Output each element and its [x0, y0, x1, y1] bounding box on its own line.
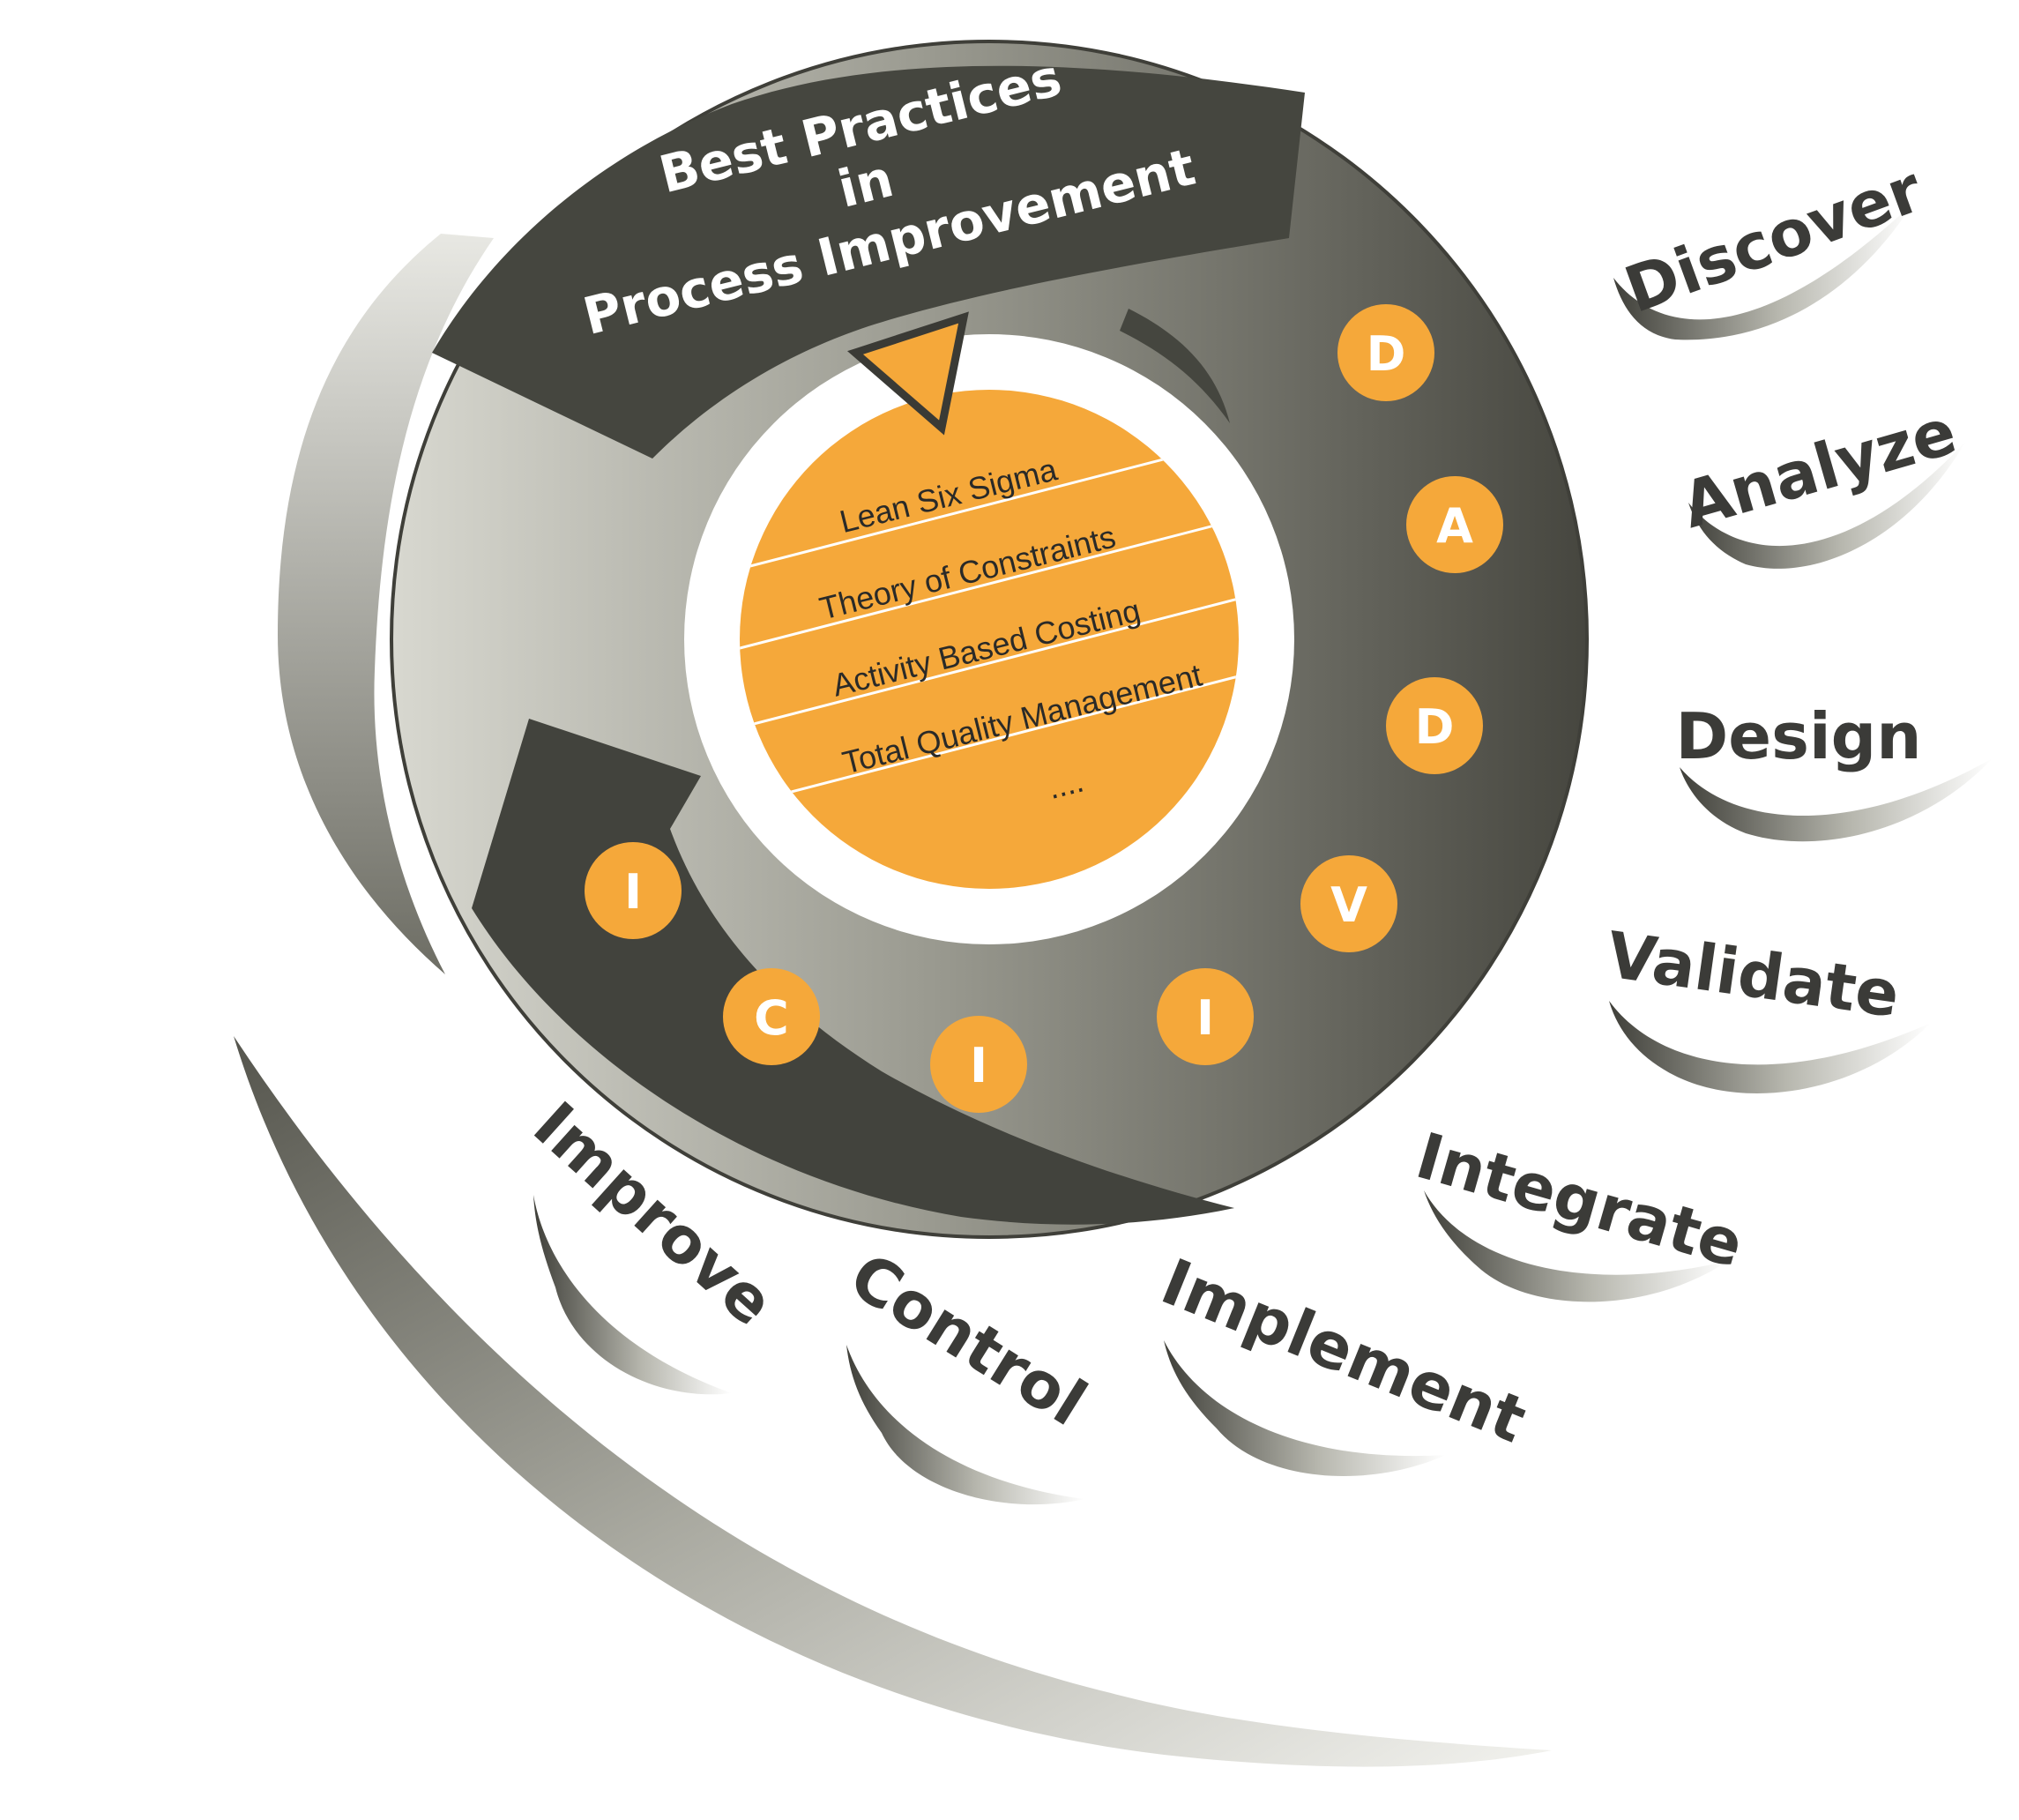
- phase-petal: [1613, 203, 1913, 340]
- phase-petal: [1164, 1340, 1446, 1476]
- phase-analyze: Analyze: [1674, 394, 1964, 542]
- phase-design: Design: [1676, 699, 1922, 773]
- letter-label: V: [1330, 877, 1367, 933]
- cycle-arrow-band: [472, 719, 1234, 1225]
- phase-validate: Validate: [1603, 917, 1904, 1032]
- divider-line: [740, 593, 1239, 734]
- letter-label: A: [1436, 498, 1473, 554]
- methodology-disk: [740, 390, 1239, 889]
- letter-circle: [930, 1016, 1027, 1113]
- letter-circle: [1386, 677, 1483, 774]
- letter-circle: [723, 968, 820, 1065]
- play-arrow-icon: [847, 311, 969, 436]
- phase-integrate: Integrate: [1409, 1118, 1752, 1282]
- letter-circle: [1406, 476, 1503, 573]
- letter-label: C: [754, 990, 789, 1046]
- letter-circle: [1300, 855, 1397, 952]
- phase-petal: [1680, 758, 1993, 842]
- divider-line: [740, 514, 1239, 654]
- outer-swoosh: [234, 1036, 1552, 1767]
- phase-petal: [533, 1195, 732, 1395]
- methodology-item: ....: [1044, 763, 1087, 806]
- phase-petal: [846, 1345, 1084, 1505]
- phase-petal: [1688, 441, 1966, 569]
- letter-circle: [1157, 968, 1254, 1065]
- letter-label: I: [624, 864, 642, 920]
- letter-label: D: [1367, 326, 1406, 382]
- letter-circle: [1337, 304, 1434, 401]
- phase-petal: [1609, 1001, 1931, 1093]
- phase-petals: [533, 203, 1993, 1505]
- letter-label: I: [970, 1038, 987, 1093]
- letter-circle: [585, 842, 682, 939]
- cycle-letters: D A D V I I C I: [585, 304, 1503, 1113]
- left-swoosh: [278, 234, 494, 974]
- letter-label: D: [1415, 699, 1455, 755]
- phase-petal: [1424, 1190, 1728, 1302]
- letter-label: I: [1196, 990, 1214, 1046]
- title-arrow-band: [432, 65, 1305, 459]
- phase-implement: Implement: [1151, 1244, 1536, 1457]
- inner-shadow-arc: [1120, 309, 1230, 423]
- divider-line: [740, 671, 1239, 811]
